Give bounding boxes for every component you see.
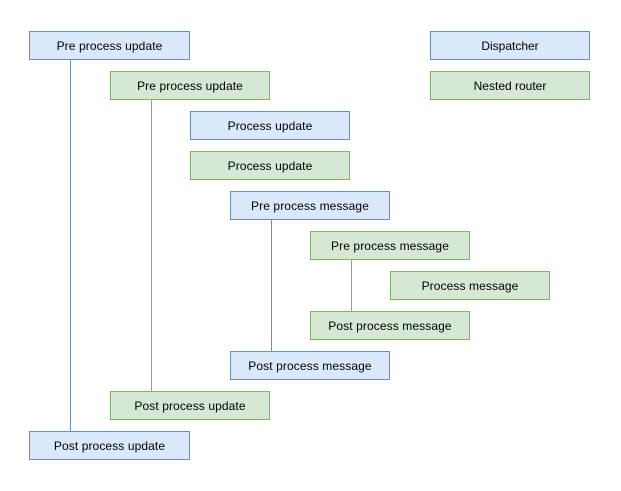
node-label: Process update (227, 118, 313, 133)
node-dispatcher-process-update-n3[interactable]: Process update (190, 111, 350, 140)
legend-item-label: Nested router (473, 78, 547, 93)
node-label: Post process message (248, 358, 372, 373)
node-label: Pre process update (137, 78, 243, 93)
legend-item-dispatcher: Dispatcher (430, 31, 590, 60)
connector-n1-to-n11 (70, 60, 71, 431)
node-nested-pre-process-message-n6[interactable]: Pre process message (310, 231, 470, 260)
node-label: Post process update (134, 398, 246, 413)
node-dispatcher-pre-process-message-n5[interactable]: Pre process message (230, 191, 390, 220)
connector-n5-to-n9 (271, 220, 272, 351)
connector-n6-to-n8 (351, 260, 352, 311)
legend-item-label: Dispatcher (481, 38, 539, 53)
connector-n2-to-n10 (151, 100, 152, 391)
node-dispatcher-pre-process-update-n1[interactable]: Pre process update (29, 31, 190, 60)
node-label: Post process update (53, 438, 166, 453)
legend-item-nested-router: Nested router (430, 71, 590, 100)
node-label: Post process message (328, 318, 452, 333)
node-dispatcher-post-process-update-n11[interactable]: Post process update (29, 431, 190, 460)
node-label: Pre process update (56, 38, 163, 53)
node-nested-process-message-n7[interactable]: Process message (390, 271, 550, 300)
node-nested-process-update-n4[interactable]: Process update (190, 151, 350, 180)
node-label: Pre process message (251, 198, 369, 213)
node-label: Pre process message (331, 238, 449, 253)
node-nested-post-process-message-n8[interactable]: Post process message (310, 311, 470, 340)
node-label: Process message (421, 278, 519, 293)
node-dispatcher-post-process-message-n9[interactable]: Post process message (230, 351, 390, 380)
node-label: Process update (227, 158, 313, 173)
node-nested-post-process-update-n10[interactable]: Post process update (110, 391, 270, 420)
node-nested-pre-process-update-n2[interactable]: Pre process update (110, 71, 270, 100)
